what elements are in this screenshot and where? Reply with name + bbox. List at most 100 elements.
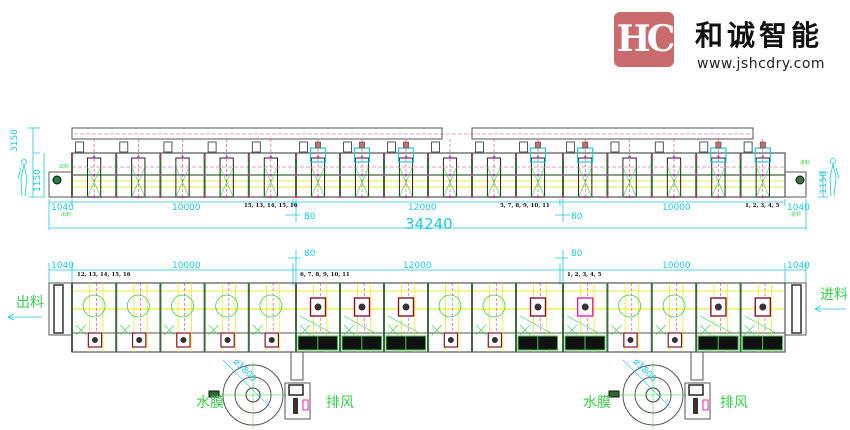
outlet-conveyor-end bbox=[48, 171, 73, 198]
drive-motor-icon bbox=[795, 175, 805, 185]
fan-module-plan bbox=[203, 283, 239, 352]
dryer-module-elevation bbox=[650, 139, 682, 199]
logo-mark: HC bbox=[616, 18, 676, 60]
fan-motor-icon bbox=[699, 141, 709, 153]
brand-name: 和诚智能 bbox=[695, 19, 824, 52]
exhaust-fan bbox=[284, 382, 311, 420]
dim-height-body-right: 1150 bbox=[819, 171, 829, 194]
fan-module-plan bbox=[159, 283, 194, 352]
dryer-module-elevation bbox=[606, 139, 637, 199]
elevation-view: 3150 1150 1150 1040 10000 12000 10000 10… bbox=[10, 127, 840, 233]
fan-motor-icon bbox=[75, 141, 85, 153]
fan-motor-icon bbox=[610, 141, 620, 153]
fan-motor-icon bbox=[343, 141, 353, 153]
plan-view: 1040 10000 12000 10000 1040 80 80 12, 13… bbox=[7, 249, 848, 429]
fan-motor-icon bbox=[299, 141, 309, 153]
fan-motor-icon bbox=[431, 141, 441, 153]
end-label-outlet-dim: 出料 bbox=[61, 211, 71, 218]
fan-motor-icon bbox=[387, 141, 397, 153]
top-beam-right bbox=[471, 127, 754, 140]
inlet-conveyor-end bbox=[784, 171, 807, 198]
heater-module-plan bbox=[562, 283, 606, 352]
fan-motor-icon bbox=[743, 141, 753, 153]
plan-zone-label: 12, 13, 14, 15, 16 bbox=[77, 272, 131, 278]
fan-housing-icon bbox=[82, 294, 106, 318]
outlet-conveyor-plan bbox=[48, 282, 73, 336]
heater-module-plan bbox=[739, 283, 784, 352]
heater-module-plan bbox=[695, 283, 739, 352]
dryer-module-elevation bbox=[561, 139, 594, 199]
fan-motor-icon bbox=[119, 141, 129, 153]
fan-module-plan bbox=[650, 283, 686, 352]
water-film-scrubber: ø1800水膜排风 bbox=[583, 351, 748, 429]
plan-dim-gap-1: 80 bbox=[304, 249, 316, 259]
exhaust-label: 排风 bbox=[326, 395, 354, 411]
plan-zone-label: 1, 2, 3, 4, 5 bbox=[567, 272, 602, 278]
plan-dim-left-section: 10000 bbox=[172, 261, 201, 271]
plan-dim-left-end: 1040 bbox=[51, 261, 74, 271]
outlet-label: 出料 bbox=[16, 295, 44, 311]
plan-dim-right-section: 10000 bbox=[662, 261, 691, 271]
fan-housing-icon bbox=[438, 294, 462, 318]
fan-housing-icon bbox=[259, 294, 283, 318]
heater-module-plan bbox=[515, 283, 559, 352]
fan-motor-icon bbox=[566, 141, 576, 153]
dim-left-section: 10000 bbox=[172, 203, 201, 213]
dryer-module-elevation bbox=[203, 139, 234, 199]
fan-module-plan bbox=[115, 283, 150, 352]
heater-module-plan bbox=[339, 283, 383, 352]
dim-total-length: 34240 bbox=[405, 215, 453, 233]
drive-motor-icon bbox=[52, 175, 62, 185]
fan-housing-icon bbox=[662, 294, 686, 318]
pump-icon bbox=[608, 390, 620, 398]
plan-zone-label: 6, 7, 8, 9, 10, 11 bbox=[300, 272, 350, 278]
dryer-module-elevation bbox=[294, 139, 327, 199]
human-scale-figure-left bbox=[17, 159, 28, 197]
dim-height-body: 1150 bbox=[33, 169, 43, 192]
fan-housing-icon bbox=[126, 294, 150, 318]
fan-motor-icon bbox=[654, 141, 664, 153]
zone-label: 5, 7, 8, 9, 10, 11 bbox=[500, 203, 550, 209]
fan-motor-icon bbox=[163, 141, 173, 153]
dryer-module-elevation bbox=[247, 139, 279, 199]
top-beam-left bbox=[71, 127, 443, 140]
inlet-label: 进料 bbox=[820, 287, 848, 303]
end-label-inlet: 进料 bbox=[800, 159, 810, 166]
pump-icon bbox=[208, 390, 220, 398]
dryer-module-elevation bbox=[470, 139, 502, 199]
zone-label: 1, 2, 3, 4, 5 bbox=[745, 203, 780, 209]
dim-gap-1: 80 bbox=[304, 212, 316, 222]
exhaust-fan bbox=[684, 382, 711, 420]
fan-motor-icon bbox=[475, 141, 485, 153]
exhaust-label: 排风 bbox=[720, 395, 748, 411]
heater-module-plan bbox=[295, 283, 339, 352]
water-film-label: 水膜 bbox=[196, 395, 224, 411]
fan-housing-icon bbox=[618, 294, 641, 318]
fan-module-plan bbox=[606, 283, 641, 352]
dryer-module-elevation bbox=[115, 139, 146, 199]
dryer-module-elevation bbox=[382, 139, 415, 199]
dryer-module-elevation bbox=[695, 139, 727, 199]
website-url: www.jshcdry.com bbox=[697, 56, 826, 72]
dryer-module-elevation bbox=[70, 139, 102, 199]
dim-gap-2: 80 bbox=[571, 212, 583, 222]
fan-motor-icon bbox=[519, 141, 529, 153]
dryer-module-elevation bbox=[159, 139, 190, 199]
heater-module-plan bbox=[383, 283, 427, 352]
inlet-conveyor-plan bbox=[784, 282, 807, 336]
fan-motor-icon bbox=[207, 141, 217, 153]
end-label-inlet-dim: 进料 bbox=[791, 211, 801, 218]
end-label-outlet: 出料 bbox=[59, 163, 69, 170]
plan-dim-gap-2: 80 bbox=[571, 249, 583, 259]
fan-module-plan bbox=[247, 283, 283, 352]
fan-housing-icon bbox=[171, 294, 194, 318]
human-scale-figure-right bbox=[829, 158, 840, 197]
fan-module-plan bbox=[71, 283, 106, 352]
dim-height-total: 3150 bbox=[10, 129, 20, 152]
dryer-module-elevation bbox=[338, 139, 371, 199]
water-film-label: 水膜 bbox=[583, 395, 611, 411]
dim-right-section: 10000 bbox=[662, 203, 691, 213]
fan-module-plan bbox=[427, 283, 462, 352]
zone-label: 15, 13, 14, 15, 16 bbox=[244, 203, 298, 209]
